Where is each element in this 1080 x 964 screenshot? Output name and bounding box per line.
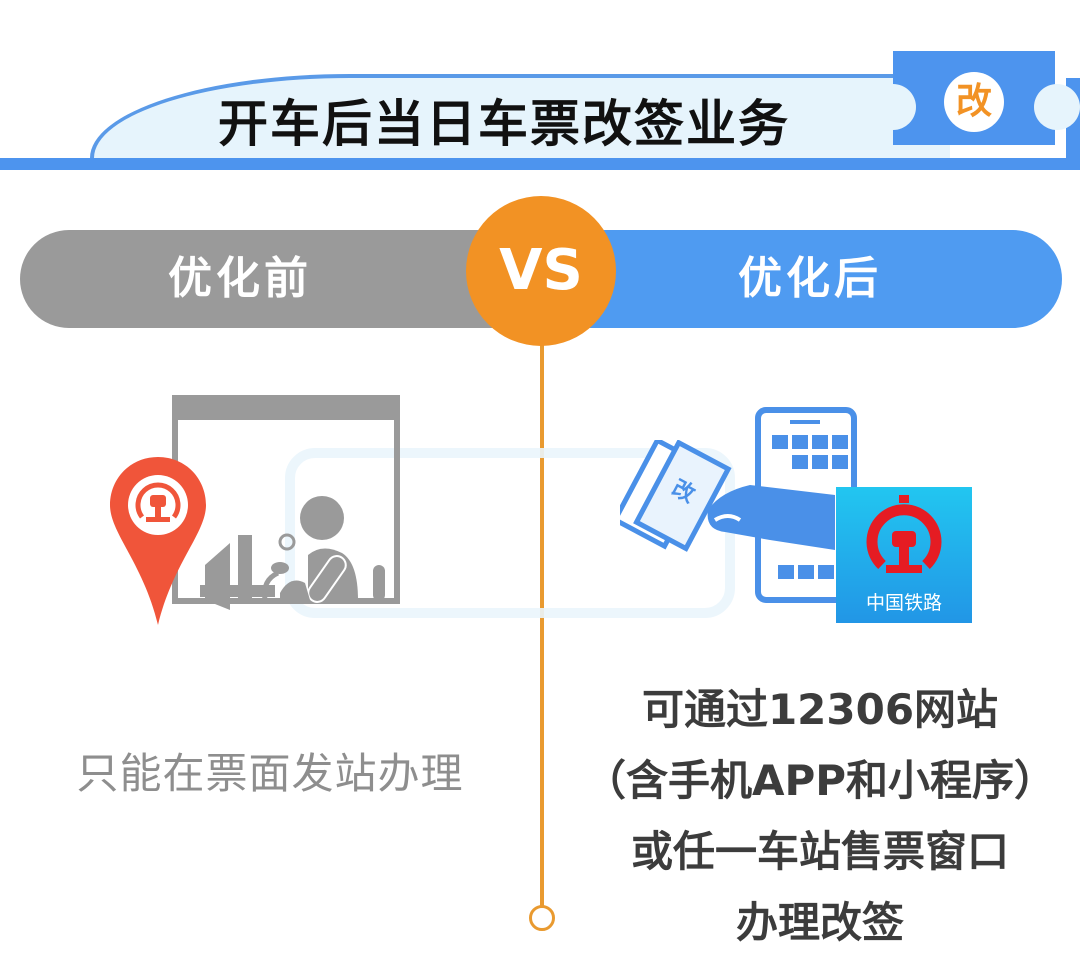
header-underline [0,158,1080,170]
page-title: 开车后当日车票改签业务 [218,94,790,153]
railway-logo-icon [866,495,942,573]
before-label-bar: 优化前 [20,230,540,328]
watermark [285,448,735,618]
before-label: 优化前 [168,253,312,304]
china-railway-app-icon: 中国铁路 [836,487,972,623]
app-label: 中国铁路 [865,592,942,614]
after-description-line: （含手机APP和小程序） [583,756,1057,805]
after-description-line: 可通过12306网站 [641,685,999,734]
after-label-bar: 优化后 [540,230,1062,328]
header-banner [90,74,950,160]
after-description: 可通过12306网站 （含手机APP和小程序） 或任一车站售票窗口 办理改签 [560,674,1080,958]
timeline-end-dot [529,905,555,931]
after-label: 优化后 [738,253,882,304]
timeline-line [540,340,544,906]
vs-badge: VS [466,196,616,346]
ticket-notch-right [1034,84,1080,130]
railway-location-pin-icon [110,457,206,625]
ticket-window-clerk-icon [172,395,400,610]
after-description-line: 办理改签 [735,898,904,947]
change-badge-icon: 改 [944,72,1004,132]
before-description: 只能在票面发站办理 [76,749,464,798]
after-description-line: 或任一车站售票窗口 [630,827,1009,876]
hand-holding-ticket-icon: 改 [620,440,835,552]
ticket-notch-left [870,84,916,130]
